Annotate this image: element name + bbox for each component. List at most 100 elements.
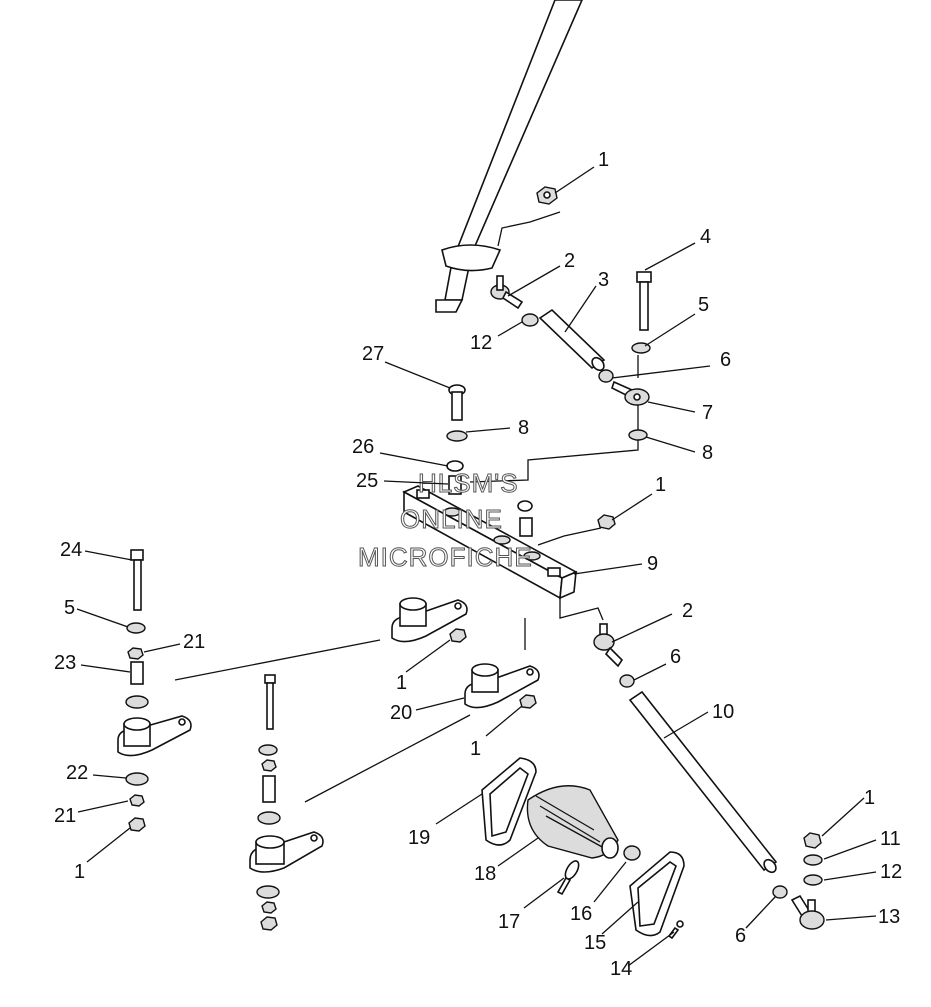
callout-20: 20 <box>390 702 412 724</box>
watermark-line-3: MICROFICHE <box>358 542 533 572</box>
lock-nut <box>261 759 277 772</box>
bolt <box>636 271 652 331</box>
callout-26: 26 <box>352 436 374 458</box>
eye-bolt <box>556 860 580 896</box>
callout-7: 7 <box>702 402 713 424</box>
shoulder-bolt <box>448 384 466 421</box>
callout-labels: 1 2 3 4 5 12 27 6 7 8 26 8 25 1 9 24 5 2… <box>54 149 902 980</box>
steering-arm <box>391 597 468 643</box>
bolt <box>264 674 276 730</box>
tie-rod-tube <box>538 308 606 372</box>
tie-rod <box>628 690 778 874</box>
washer <box>446 430 468 442</box>
steering-arm <box>464 663 540 709</box>
lock-nut <box>260 916 278 931</box>
callout-18: 18 <box>474 863 496 885</box>
washer <box>803 854 823 866</box>
rod-end <box>611 380 650 406</box>
assembly-line <box>174 639 381 681</box>
lock-nut <box>127 647 144 660</box>
bushing <box>623 845 641 861</box>
steering-crossbar <box>402 485 578 600</box>
callout-3: 3 <box>598 269 609 291</box>
callout-25: 25 <box>356 470 378 492</box>
washer <box>125 695 149 709</box>
callout-8: 8 <box>518 417 529 439</box>
callout-5: 5 <box>64 597 75 619</box>
gasket <box>481 757 537 846</box>
assembly-line <box>304 714 471 803</box>
callout-23: 23 <box>54 652 76 674</box>
washer <box>257 811 281 825</box>
jam-nut <box>772 885 788 899</box>
callout-9: 9 <box>647 553 658 575</box>
callout-1: 1 <box>470 738 481 760</box>
callout-15: 15 <box>584 932 606 954</box>
lock-nut <box>128 817 146 832</box>
callout-2: 2 <box>564 250 575 272</box>
washer <box>126 622 146 634</box>
callout-14: 14 <box>610 958 632 980</box>
ball-joint <box>490 275 524 310</box>
bushing <box>448 475 462 495</box>
callout-5: 5 <box>698 294 709 316</box>
callout-6: 6 <box>735 925 746 947</box>
callout-13: 13 <box>878 906 900 928</box>
ring <box>517 500 533 512</box>
callout-12: 12 <box>880 861 902 883</box>
callout-1: 1 <box>864 787 875 809</box>
callout-22: 22 <box>66 762 88 784</box>
callout-leaders <box>76 166 877 967</box>
washer <box>521 313 539 327</box>
ball-joint <box>593 623 624 668</box>
callout-1: 1 <box>655 474 666 496</box>
washer <box>256 885 280 899</box>
lock-nut <box>449 628 467 643</box>
ball-joint <box>790 894 825 930</box>
screw <box>667 920 684 940</box>
callout-1: 1 <box>598 149 609 171</box>
washer <box>258 744 278 756</box>
jam-nut <box>598 369 614 383</box>
callout-27: 27 <box>362 343 384 365</box>
callout-11: 11 <box>880 828 901 850</box>
lock-nut <box>129 794 145 807</box>
washer <box>628 429 648 441</box>
callout-1: 1 <box>396 672 407 694</box>
jam-nut <box>619 674 635 688</box>
callout-6: 6 <box>720 349 731 371</box>
callout-16: 16 <box>570 903 592 925</box>
spindle-arm <box>249 831 324 873</box>
lock-nut <box>597 514 616 530</box>
steering-column <box>435 0 583 313</box>
spacer <box>130 661 144 685</box>
callout-8: 8 <box>702 442 713 464</box>
callout-21: 21 <box>183 631 205 653</box>
spindle-arm <box>117 715 192 757</box>
callout-10: 10 <box>712 701 734 723</box>
lock-nut <box>803 832 822 849</box>
assembly-line <box>559 598 604 621</box>
lock-nut <box>536 186 558 205</box>
assembly-line <box>469 440 639 483</box>
steering-gearbox <box>526 785 619 859</box>
callout-19: 19 <box>408 827 430 849</box>
washer <box>125 772 149 786</box>
callout-4: 4 <box>700 226 711 248</box>
washer <box>803 874 823 886</box>
bushing <box>519 517 533 537</box>
spacer <box>262 775 276 803</box>
cover-plate <box>629 851 685 937</box>
callout-12: 12 <box>470 332 492 354</box>
callout-17: 17 <box>498 911 520 933</box>
watermark-line-2: ONLINE <box>400 504 503 534</box>
callout-21: 21 <box>54 805 76 827</box>
callout-24: 24 <box>60 539 82 561</box>
lock-nut <box>519 694 537 709</box>
bolt <box>130 549 144 611</box>
callout-6: 6 <box>670 646 681 668</box>
assembly-line <box>497 211 561 247</box>
lock-nut <box>261 901 277 914</box>
callout-2: 2 <box>682 600 693 622</box>
